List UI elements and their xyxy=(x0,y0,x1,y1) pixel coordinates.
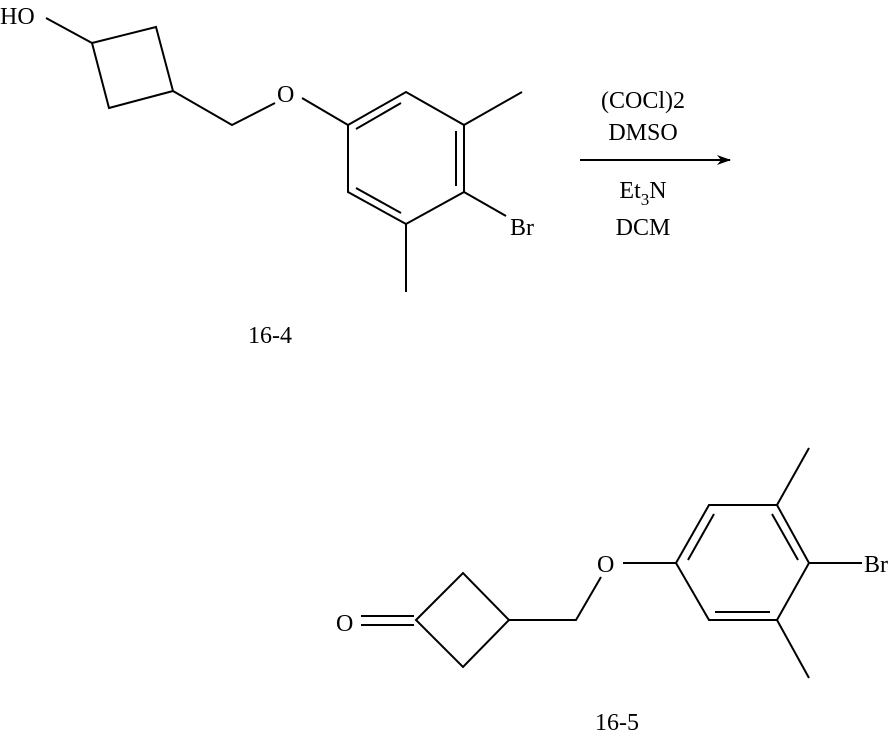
methyl-bond xyxy=(464,92,522,125)
methyl-bond xyxy=(777,448,809,505)
reactant-structure: HO O Br xyxy=(0,4,534,292)
reactant-label: 16-4 xyxy=(248,323,292,349)
bromine-label: Br xyxy=(510,215,534,241)
reagent-oxalyl-chloride: (COCl)2 xyxy=(601,88,685,114)
product-structure: O O Br xyxy=(336,448,888,678)
bromine-label: Br xyxy=(864,552,888,578)
product-label: 16-5 xyxy=(595,710,639,736)
ether-oxygen-label: O xyxy=(597,552,614,578)
cyclobutane-ring xyxy=(92,27,173,108)
hydroxyl-label: HO xyxy=(0,4,35,30)
reagent-triethylamine: Et3N xyxy=(619,178,666,209)
reagent-dmso: DMSO xyxy=(608,120,677,146)
bond xyxy=(302,98,348,125)
benzene-ring xyxy=(676,505,809,620)
methyl-bond xyxy=(777,620,809,678)
reagent-dcm: DCM xyxy=(616,215,671,241)
benzene-ring xyxy=(348,92,464,224)
ether-oxygen-label: O xyxy=(277,82,294,108)
cyclobutanone-ring xyxy=(416,573,509,667)
reagent-subscript: 3 xyxy=(641,190,650,209)
bond xyxy=(46,18,92,43)
methylene-bond xyxy=(173,91,275,125)
ketone-oxygen-label: O xyxy=(336,611,353,637)
reagent-n: N xyxy=(649,178,666,204)
methylene-bond xyxy=(509,577,601,620)
bromine-bond xyxy=(464,192,506,216)
reagent-et: Et xyxy=(619,178,641,204)
